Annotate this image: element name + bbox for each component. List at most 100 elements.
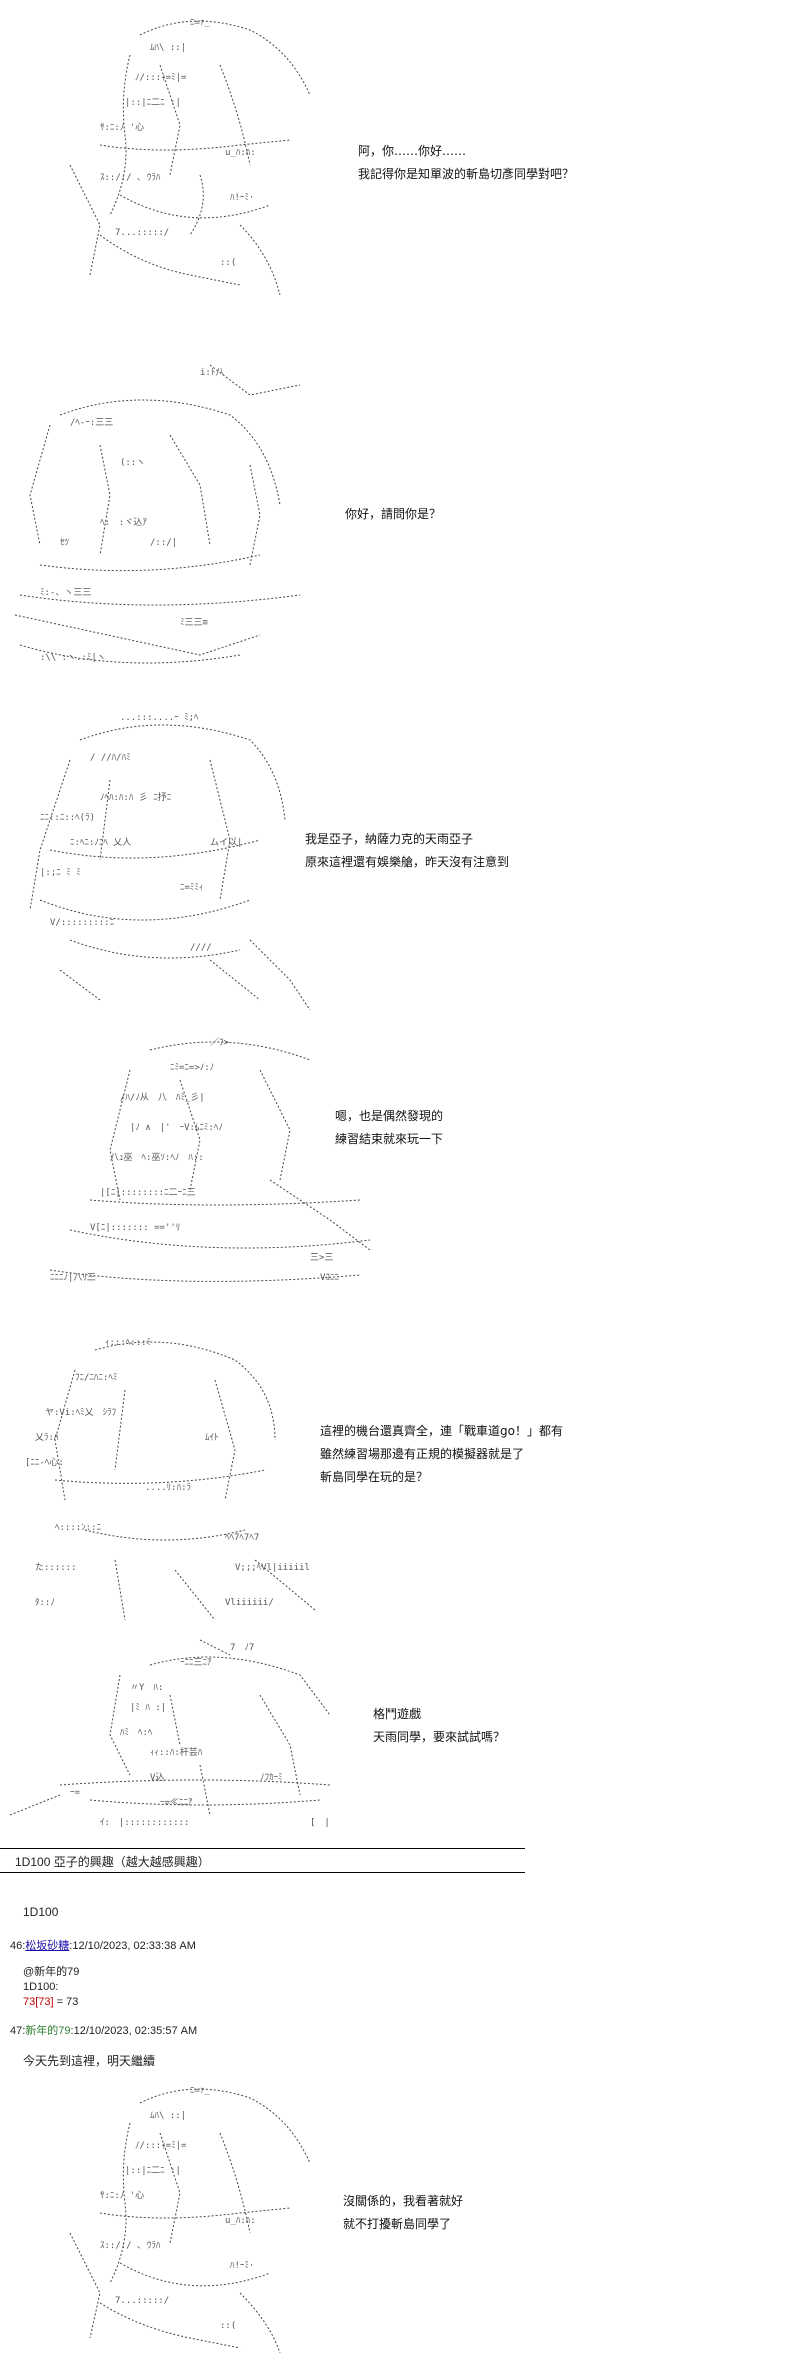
svg-text:ﾆﾆ::ﾆ::ﾍ(ﾗ): ﾆﾆ::ﾆ::ﾍ(ﾗ) [40,812,95,823]
ascii-art-ako-2: ｨ:::ﾍ:::ﾐﾌﾆ/ﾆﾊﾆ:ﾍﾐ ヤ:Vi:ﾍﾐ乂 ｼﾗﾌ乂ﾗ:ﾊﾑｲﾄ [… [15,1330,335,1630]
svg-text:7 ﾉ7: 7 ﾉ7 [230,1643,254,1653]
svg-text:i:ﾄ八: i:ﾄ八 [200,368,224,378]
svg-text:|ﾉ ∧ |' ｰV:ﾑﾆﾐ:ﾍﾉ: |ﾉ ∧ |' ｰV:ﾑﾆﾐ:ﾍﾉ [130,1123,223,1133]
svg-text:::(: ::( [220,258,236,268]
svg-text:Vｺﾆﾆ: Vｺﾆﾆ [320,1273,339,1283]
dialogue-line: 我記得你是知單波的斬島切彥同學對吧？ [358,167,575,181]
roll-label: 1D100 [23,1905,59,1919]
svg-text:/ﾊ/ﾉ从 八 ﾊﾐ_彡|: /ﾊ/ﾉ从 八 ﾊﾐ_彡| [120,1092,205,1103]
svg-text:ﾑﾊ\ ::|: ﾑﾊ\ ::| [150,2111,186,2121]
panel-4: ／ﾌ>ﾆﾐ=ﾆ=>ﾉ:ﾉ /ﾊ/ﾉ从 八 ﾊﾐ_彡||ﾉ ∧ |' ｰV:ﾑﾆﾐ… [0,1030,800,1310]
svg-text:ﾆ=ｧ_: ﾆ=ｧ_ [190,18,210,28]
panel-5: ｨ:::ﾍ:::ﾐﾌﾆ/ﾆﾊﾆ:ﾍﾐ ヤ:Vi:ﾍﾐ乂 ｼﾗﾌ乂ﾗ:ﾊﾑｲﾄ [… [0,1330,800,1630]
svg-text:ｰ=≪ﾆﾆｱ: ｰ=≪ﾆﾆｱ [160,1798,193,1808]
svg-text:u_ﾊ:ﾊ:: u_ﾊ:ﾊ: [225,2216,256,2226]
svg-text:／ﾌ>: ／ﾌ> [210,1037,230,1048]
dice-total: = 73 [53,1996,79,2008]
post-46-header: 46:松坂砂糖:12/10/2023, 02:33:38 AM [10,1937,196,1953]
dialogue-line: 我是亞子，納薩力克的天雨亞子 [305,832,474,846]
dialogue-line: 斬島同學在玩的是？ [320,1470,429,1484]
svg-text:ｰﾆﾆ三ﾆｱ: ｰﾆﾆ三ﾆｱ [180,1658,212,1668]
ascii-art-ako-1: ...:::....ｰ ﾐ;ﾍ/ //ﾊ/ﾊﾐ ﾉﾍﾊ:ﾊ:ﾊ 彡 ﾆ抒ﾆﾆﾆ:… [10,700,330,1020]
post-46-body: @新年的79 1D100: 73[73] = 73 [23,1965,79,2010]
svg-text:ﾆ=ﾐﾐｨ: ﾆ=ﾐﾐｨ [180,883,203,893]
svg-text:ﾐ三三≡: ﾐ三三≡ [180,618,209,628]
dialogue-line: 就不打擾斬島同學了 [343,2217,452,2231]
panel-7: ﾆ=ｧ_ﾑﾊ\ ::| ﾉ/:::ｨ=ﾐ|=|::|ﾆ二ﾆ :| ｻ:ﾆ:ﾉ '… [0,2068,800,2366]
svg-text:ｨｨ::ﾊ:杆芸ﾊ: ｨｨ::ﾊ:杆芸ﾊ [150,1746,203,1758]
dialogue-3: 我是亞子，納薩力克的天雨亞子 原來這裡還有娛樂艙，昨天沒有注意到 [305,828,509,874]
svg-text:V込: V込 [150,1772,164,1783]
svg-text:|ﾐ ﾊ :|: |ﾐ ﾊ :| [130,1703,166,1713]
ascii-art-girl-1: ﾆ=ｧ_ﾑﾊ\ ::| ﾉ/:::ｨ=ﾐ|=|::|ﾆ二ﾆ :| ｻ:ﾆ:ﾉ '… [40,5,340,305]
dice-result: 73[73] = 73 [23,1995,79,2010]
svg-text:ﾊﾐ ﾍ:ﾍ: ﾊﾐ ﾍ:ﾍ [120,1728,153,1738]
svg-text::\\ :ヽ.:ﾐ|ヽ: :\\ :ヽ.:ﾐ|ヽ [40,653,106,663]
svg-text:....ﾘ:ﾊ:ﾗ: ....ﾘ:ﾊ:ﾗ [145,1482,191,1493]
post-timestamp: :12/10/2023, 02:33:38 AM [69,1940,196,1952]
dialogue-line: 雖然練習場那邊有正規的模擬器就是了 [320,1447,525,1461]
poster-name[interactable]: 新年的79 [25,2025,71,2037]
svg-text:ｽ::/:/ ､ ｳﾗﾊ: ｽ::/:/ ､ ｳﾗﾊ [100,2240,161,2251]
svg-text:V;;;ﾍVl|iiiiil: V;;;ﾍVl|iiiiil [235,1563,310,1573]
divider-top [0,1848,525,1849]
svg-text:乂ﾗ:ﾊ: 乂ﾗ:ﾊ [35,1432,59,1443]
svg-text:ﾍﾍ7ﾍ7ﾍ7: ﾍﾍ7ﾍ7ﾍ7 [225,1533,259,1543]
ascii-art-boy-2: ／ﾌ>ﾆﾐ=ﾆ=>ﾉ:ﾉ /ﾊ/ﾉ从 八 ﾊﾐ_彡||ﾉ ∧ |' ｰV:ﾑﾆﾐ… [30,1030,390,1310]
svg-text:ｻ:ﾆ:ﾉ '心: ｻ:ﾆ:ﾉ '心 [100,122,144,133]
svg-text:(::ヽ: (::ヽ [120,458,145,468]
panel-3: ...:::....ｰ ﾐ;ﾍ/ //ﾊ/ﾊﾐ ﾉﾍﾊ:ﾊ:ﾊ 彡 ﾆ抒ﾆﾆﾆ:… [0,700,800,1020]
divider-bottom [0,1872,525,1873]
svg-text:/ //ﾊ/ﾊﾐ: / //ﾊ/ﾊﾐ [90,753,131,763]
poster-name-link[interactable]: 松坂砂糖 [25,1940,70,1952]
svg-text:ﾌﾆ/ﾆﾊﾆ:ﾍﾐ: ﾌﾆ/ﾆﾊﾆ:ﾍﾐ [75,1373,117,1383]
dialogue-6: 格鬥遊戲 天雨同學，要來試試嗎？ [373,1703,505,1749]
dialogue-7: 沒關係的，我看著就好 就不打擾斬島同學了 [343,2190,463,2236]
svg-text:////: //// [190,943,212,953]
dialogue-line: 天雨同學，要來試試嗎？ [373,1730,506,1744]
svg-text:Vliiiiii/: Vliiiiii/ [225,1598,274,1608]
svg-text:ﾆ=ｧ_: ﾆ=ｧ_ [190,2086,210,2096]
svg-text:ﾉﾌｶｰﾐ: ﾉﾌｶｰﾐ [260,1772,283,1783]
svg-text:ｽ::/:/ ､ ｳﾗﾊ: ｽ::/:/ ､ ｳﾗﾊ [100,172,161,183]
svg-text:|[ﾆ|::::::::ﾆ二ｰﾆ三: |[ﾆ|::::::::ﾆ二ｰﾆ三 [100,1188,196,1198]
svg-text:[ﾆﾆ-ﾍ心:: [ﾆﾆ-ﾍ心: [25,1457,64,1468]
svg-text:ヤ:Vi:ﾍﾐ乂 ｼﾗﾌ: ヤ:Vi:ﾍﾐ乂 ｼﾗﾌ [45,1407,117,1418]
svg-text:::(: ::( [220,2321,236,2331]
svg-text:八ｭ巫 ﾍ:巫ｿ:ﾍﾉ ﾊ::: 八ｭ巫 ﾍ:巫ｿ:ﾍﾉ ﾊ:: [110,1152,204,1163]
svg-text:u_ﾊ:ﾊ:: u_ﾊ:ﾊ: [225,148,256,158]
svg-text:...:::....ｰ ﾐ;ﾍ: ...:::....ｰ ﾐ;ﾍ [120,713,199,723]
svg-text:ﾆﾆﾆﾉ|八ﾘ三: ﾆﾆﾆﾉ|八ﾘ三 [50,1273,96,1283]
svg-text:ﾉ/:::ｨ=ﾐ|=: ﾉ/:::ｨ=ﾐ|= [135,2141,187,2151]
dialogue-line: 原來這裡還有娛樂艙，昨天沒有注意到 [305,855,510,869]
svg-text:ｲ: |::::::::::::: ｲ: |:::::::::::: [100,1818,189,1828]
svg-text:ﾉ/:::ｨ=ﾐ|=: ﾉ/:::ｨ=ﾐ|= [135,73,187,83]
post-number: 46: [10,1940,26,1952]
svg-text:ﾍ::::ﾝ::ﾆ: ﾍ::::ﾝ::ﾆ [55,1523,102,1533]
svg-text:7...:::::/: 7...:::::/ [115,2296,169,2306]
dialogue-line: 沒關係的，我看著就好 [343,2194,464,2208]
svg-text:|::|ﾆ二ﾆ :|: |::|ﾆ二ﾆ :| [125,2166,181,2176]
dialogue-line: 這裡的機台還真齊全，連「戰車道go！」都有 [320,1424,563,1438]
svg-text:V/:::::::::ﾆ: V/:::::::::ﾆ [50,918,115,928]
post-47-body: 今天先到這裡，明天繼續 [23,2054,156,2068]
svg-text:ｰ=: ｰ= [70,1788,81,1798]
svg-text:三>三: 三>三 [310,1253,333,1263]
svg-text:/::/|: /::/| [150,538,177,548]
post-timestamp: :12/10/2023, 02:35:57 AM [70,2025,198,2037]
dialogue-4: 嗯，也是偶然發現的 練習結束就來玩一下 [335,1105,443,1151]
svg-text:ﾊ!ｰﾐ·: ﾊ!ｰﾐ· [230,2261,254,2271]
dialogue-line: 阿，你……你好…… [358,144,467,158]
svg-text:[ |: [ | [310,1818,330,1828]
svg-text:ムイ以|: ムイ以| [210,837,242,848]
svg-text:ﾆ:ﾍﾆ:ﾉﾆﾍ 乂人: ﾆ:ﾍﾆ:ﾉﾆﾍ 乂人 [70,837,131,848]
svg-text:/ﾍ-ｰ:三三: /ﾍ-ｰ:三三 [70,418,113,428]
svg-text:ﾀ::ﾉ: ﾀ::ﾉ [35,1597,55,1608]
post-line: @新年的79 [23,1966,80,1978]
ascii-art-girl-2: ﾆ=ｧ_ﾑﾊ\ ::| ﾉ/:::ｨ=ﾐ|=|::|ﾆ二ﾆ :| ｻ:ﾆ:ﾉ '… [40,2073,340,2358]
dialogue-2: 你好，請問你是？ [345,503,441,526]
svg-text:|:;ﾆ ﾐ ﾐ: |:;ﾆ ﾐ ﾐ [40,868,81,878]
svg-text:7...:::::/: 7...:::::/ [115,228,169,238]
